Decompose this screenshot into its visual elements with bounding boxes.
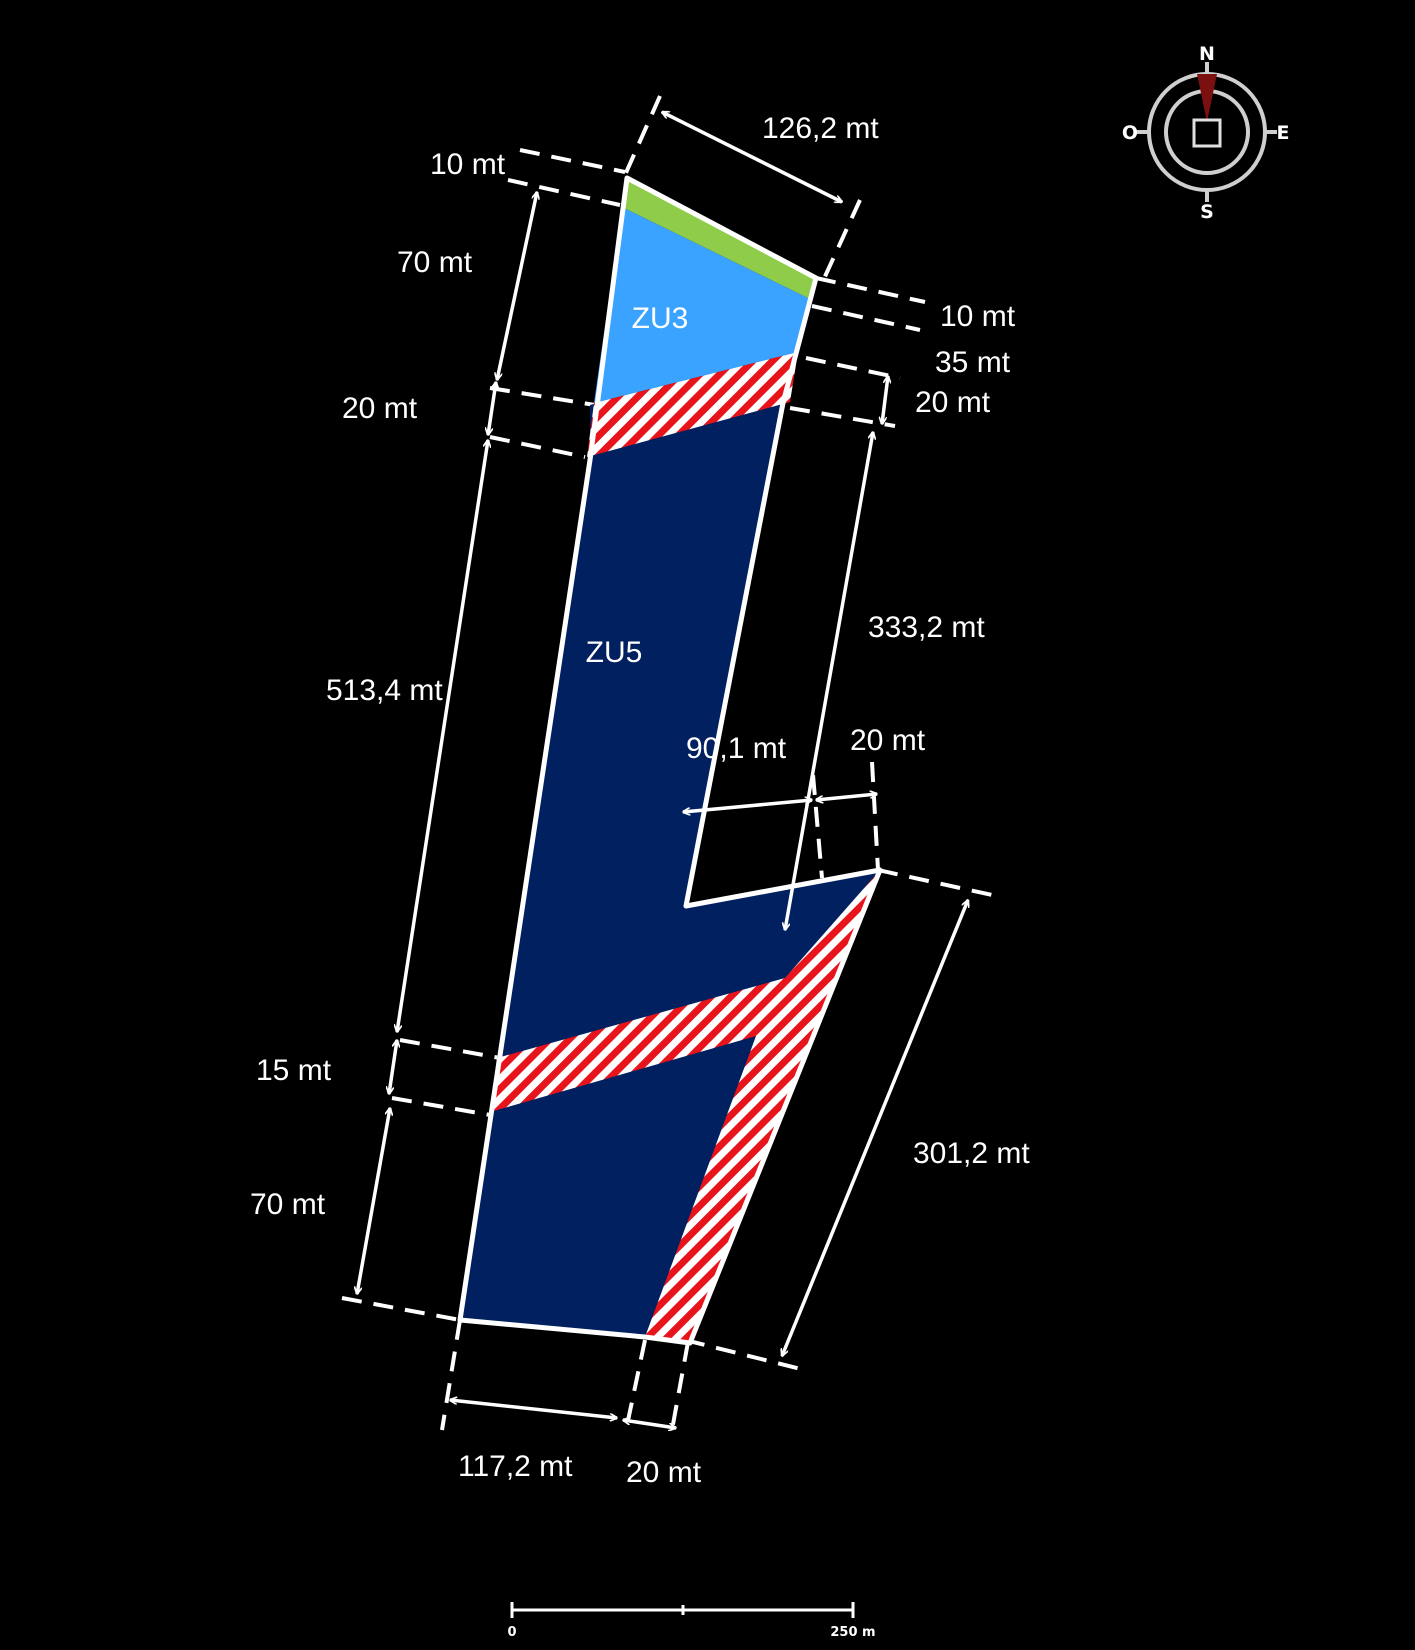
arrow-diagonal-buffer: [782, 900, 968, 1356]
arrow-lower-buffer-left: [389, 1040, 397, 1094]
label-top-strip-left: 10 mt: [430, 148, 506, 181]
compass-south: S: [1200, 201, 1214, 223]
zu5-area: [460, 352, 880, 1342]
north-pointer-icon: [1197, 74, 1217, 122]
arrow-notch-buffer: [816, 794, 877, 800]
label-upper-buffer-right: 20 mt: [915, 386, 991, 419]
label-top-width: 126,2 mt: [762, 112, 879, 145]
zone-shapes: [457, 175, 883, 1346]
zu3-area: [594, 207, 812, 403]
compass-east: E: [1277, 122, 1290, 144]
label-top-strip-right: 10 mt: [940, 300, 1016, 333]
label-bottom-buffer-width: 20 mt: [626, 1456, 702, 1489]
label-notch-buffer-width: 20 mt: [850, 724, 926, 757]
arrow-upper-buffer-right: [882, 376, 888, 424]
label-diagonal-buffer-length: 301,2 mt: [913, 1137, 1030, 1170]
compass-north: N: [1199, 43, 1215, 65]
dimension-arrows: [357, 110, 968, 1428]
arrow-top-width: [662, 110, 842, 204]
label-bottom-left-height: 70 mt: [250, 1188, 326, 1221]
label-zu5-right-height: 333,2 mt: [868, 611, 985, 644]
upper-buffer-strip: [587, 352, 798, 457]
arrow-zu5-left: [397, 440, 488, 1032]
arrow-bottom-left: [357, 1108, 390, 1294]
scale-start-label: 0: [507, 1625, 516, 1640]
arrow-upper-buffer-left: [488, 382, 496, 435]
zone-label-zu5: ZU5: [586, 636, 643, 669]
label-zu3-left-height: 70 mt: [397, 246, 473, 279]
arrow-bottom-buffer: [623, 1420, 676, 1428]
label-lower-buffer-left: 15 mt: [256, 1054, 332, 1087]
label-zu3-right-height: 35 mt: [935, 346, 1011, 379]
arrow-bottom-width: [450, 1400, 617, 1418]
compass-center-icon: [1192, 118, 1222, 148]
label-upper-buffer-left: 20 mt: [342, 392, 418, 425]
label-bottom-width: 117,2 mt: [458, 1450, 573, 1483]
compass-west: O: [1122, 122, 1138, 144]
scale-bar: 0 250 m: [507, 1602, 876, 1640]
arrow-zu3-left: [497, 192, 537, 380]
label-zu5-left-height: 513,4 mt: [326, 674, 443, 707]
label-notch-width: 90,1 mt: [686, 732, 787, 765]
top-strip-area: [622, 178, 816, 300]
arrow-zu5-right: [785, 432, 873, 930]
arrow-notch-width: [683, 800, 812, 812]
compass-rose: N S E O: [1122, 43, 1290, 223]
scale-end-label: 250 m: [830, 1625, 875, 1640]
zone-label-zu3: ZU3: [632, 302, 689, 335]
